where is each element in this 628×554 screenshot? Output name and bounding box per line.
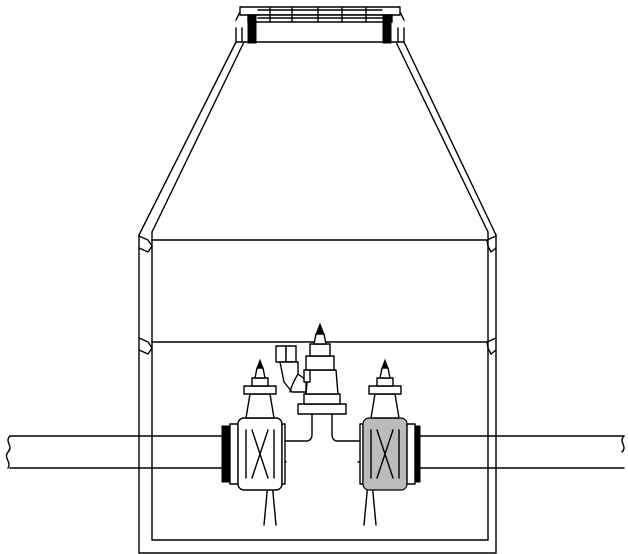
pressure-reducing-valve [297, 322, 347, 415]
right-gate-valve [359, 358, 421, 491]
left-gate-valve [221, 358, 286, 491]
pilot-valve [275, 345, 311, 393]
manhole-cover [235, 6, 405, 44]
chamber-base [138, 539, 497, 554]
bypass-pipework [282, 413, 363, 463]
manhole-cone-section [138, 41, 497, 236]
inlet-pipe [5, 435, 223, 469]
outlet-pipe [417, 435, 625, 469]
manhole-riser-section [138, 231, 497, 554]
